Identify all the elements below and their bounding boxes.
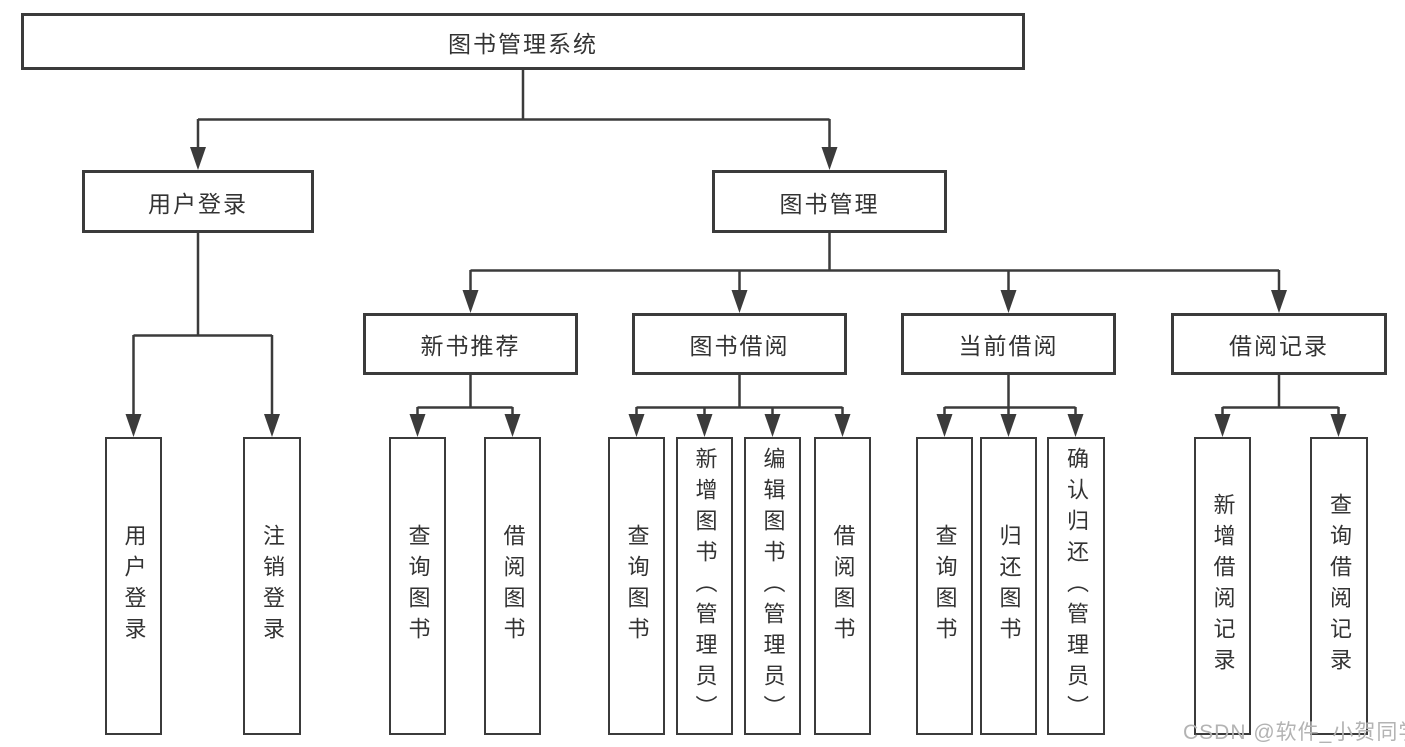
leaf-logout: 注销登录: [243, 437, 301, 735]
leaf-query-books-current: 查询图书: [916, 437, 973, 735]
node-book-borrowing: 图书借阅: [632, 313, 847, 375]
leaf-borrow-books: 借阅图书: [814, 437, 871, 735]
leaf-query-books-borrow: 查询图书: [608, 437, 665, 735]
node-library-management-system: 图书管理系统: [21, 13, 1025, 70]
leaf-borrow-books-recommend: 借阅图书: [484, 437, 541, 735]
leaf-user-login: 用户登录: [105, 437, 162, 735]
node-new-book-recommend: 新书推荐: [363, 313, 578, 375]
csdn-watermark: CSDN @软件_小贺同学: [1183, 721, 1405, 744]
node-borrowing-records: 借阅记录: [1171, 313, 1387, 375]
node-current-borrowing: 当前借阅: [901, 313, 1116, 375]
leaf-query-borrow-record: 查询借阅记录: [1310, 437, 1368, 735]
leaf-add-borrow-record: 新增借阅记录: [1194, 437, 1251, 735]
leaf-add-book-admin: 新增图书（管理员）: [676, 437, 733, 735]
leaf-confirm-return-admin: 确认归还（管理员）: [1047, 437, 1105, 735]
node-book-management: 图书管理: [712, 170, 947, 233]
leaf-query-books-recommend: 查询图书: [389, 437, 446, 735]
leaf-return-book: 归还图书: [980, 437, 1037, 735]
node-user-login: 用户登录: [82, 170, 314, 233]
leaf-edit-book-admin: 编辑图书（管理员）: [744, 437, 801, 735]
